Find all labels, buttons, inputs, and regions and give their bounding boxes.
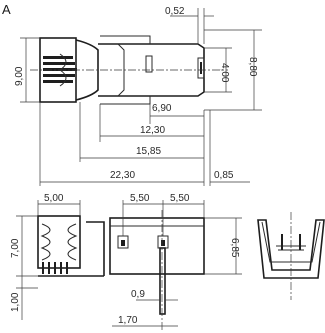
solder-pin — [159, 247, 166, 315]
front-contact-pin — [200, 62, 202, 74]
dim-6-90: 6,90 — [152, 103, 172, 114]
top-view: 0,52 4,00 8,80 9,00 6,90 12,30 15,85 — [14, 6, 262, 186]
side-strain-relief — [37, 215, 81, 269]
dim-8-80: 8,80 — [247, 57, 258, 77]
dim-6-85: 6,85 — [229, 238, 240, 258]
dim-0-52: 0,52 — [165, 6, 185, 17]
dim-9-00: 9,00 — [14, 66, 25, 86]
front-contact-block — [197, 57, 205, 79]
dim-1-70: 1,70 — [118, 315, 138, 326]
dim-0-9: 0,9 — [131, 289, 145, 300]
side-body-outline — [109, 217, 205, 275]
latch-window — [145, 55, 153, 73]
dim-1-00: 1,00 — [10, 292, 21, 312]
side-spring-left — [40, 223, 51, 261]
side-spring-right — [67, 223, 78, 261]
side-view: 5,00 5,50 5,50 7,00 1,00 6,85 0,9 1,70 — [10, 193, 242, 330]
end-view — [257, 212, 325, 300]
dim-4-00: 4,00 — [219, 63, 230, 83]
side-front-shell — [86, 221, 105, 276]
dim-12-30: 12,30 — [140, 125, 165, 136]
dim-22-30: 22,30 — [110, 170, 135, 181]
side-ribs — [42, 262, 68, 274]
dim-5-50-a: 5,50 — [130, 193, 150, 204]
dim-0-85: 0,85 — [214, 170, 234, 181]
end-view-outline — [257, 219, 325, 279]
dim-5-00: 5,00 — [44, 193, 64, 204]
housing-top-step — [100, 35, 151, 44]
panel-label: A — [2, 2, 11, 17]
dim-5-50-b: 5,50 — [170, 193, 190, 204]
dim-15-85: 15,85 — [136, 146, 161, 157]
dim-7-00: 7,00 — [10, 238, 21, 258]
housing-bottom-step — [100, 96, 151, 105]
